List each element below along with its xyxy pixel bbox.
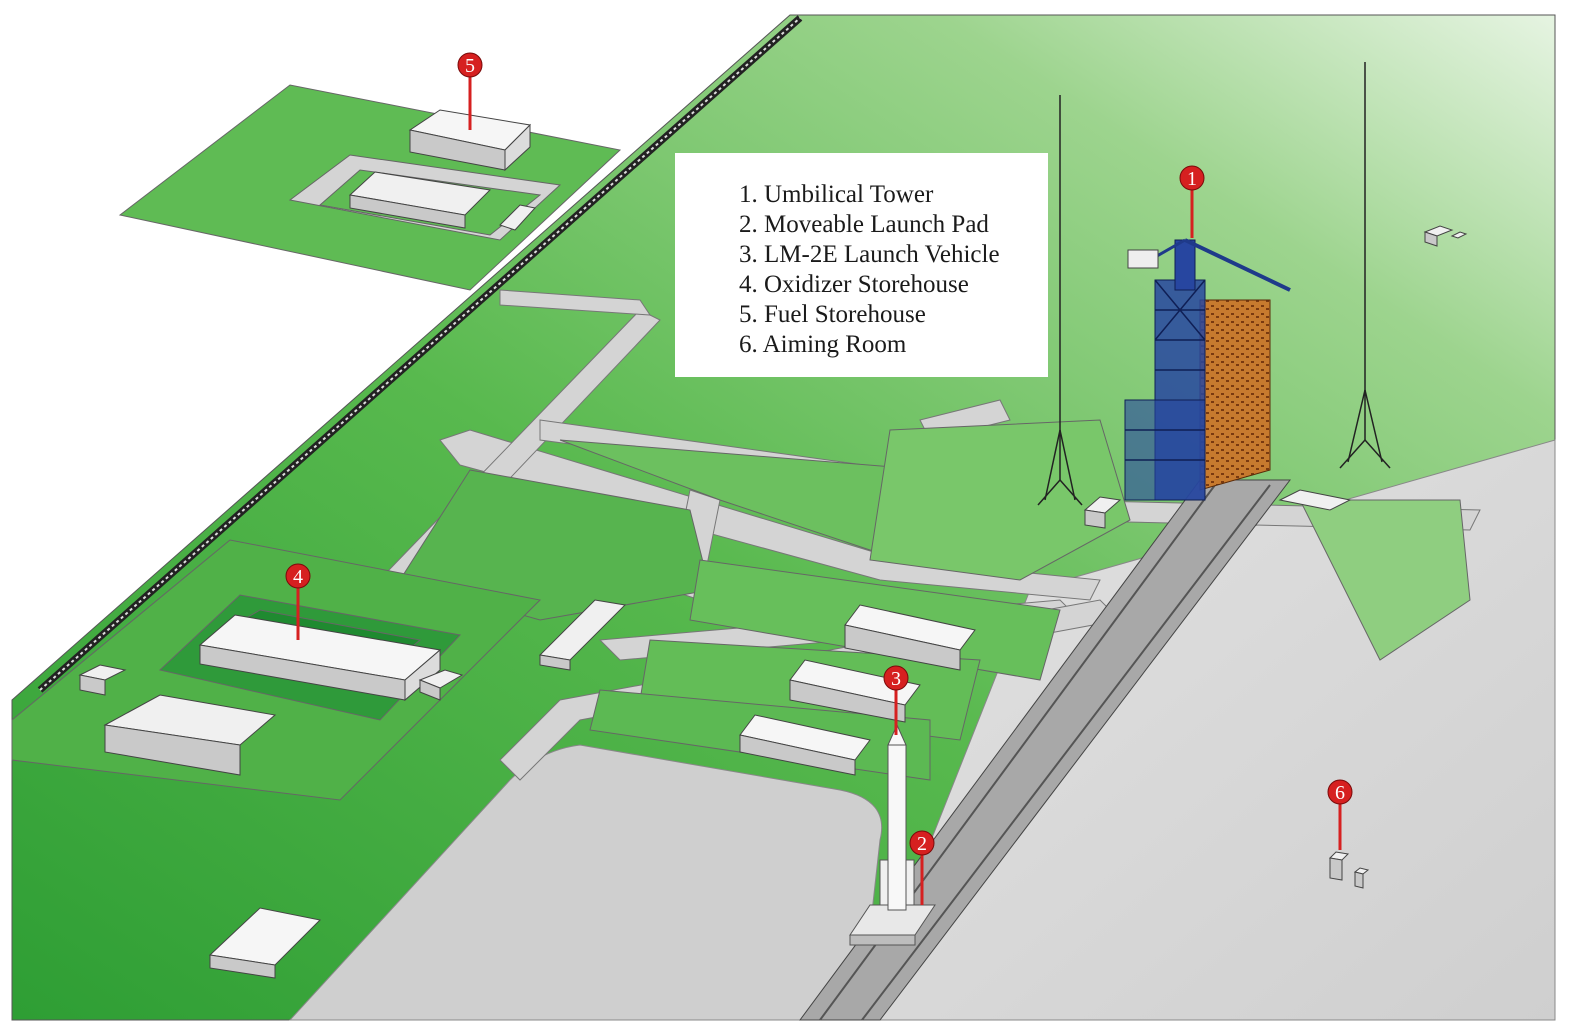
marker-pin — [1179, 165, 1205, 191]
marker-fuel-storehouse: 5 — [457, 52, 483, 130]
legend-item-5: 5. Fuel Storehouse — [739, 301, 926, 328]
legend-item-1: 1. Umbilical Tower — [739, 181, 934, 208]
marker-pin — [1327, 779, 1353, 805]
legend: 1. Umbilical Tower 2. Moveable Launch Pa… — [675, 153, 1048, 377]
legend-item-4: 4. Oxidizer Storehouse — [739, 271, 969, 298]
railway — [37, 15, 803, 693]
marker-oxidizer-storehouse: 4 — [285, 563, 311, 640]
marker-number: 6 — [1335, 782, 1345, 804]
marker-number: 1 — [1187, 168, 1197, 190]
marker-pin — [909, 830, 935, 856]
marker-aiming-room: 6 — [1327, 779, 1353, 850]
legend-item-6: 6. Aiming Room — [739, 331, 907, 358]
marker-number: 3 — [891, 668, 901, 690]
marker-launch-vehicle: 3 — [883, 665, 909, 735]
marker-pin — [883, 665, 909, 691]
umbilical-tower — [1124, 238, 1291, 501]
marker-umbilical-tower: 1 — [1179, 165, 1205, 238]
marker-number: 2 — [917, 833, 927, 855]
marker-number: 4 — [293, 566, 303, 588]
marker-moveable-launch-pad: 2 — [909, 830, 935, 905]
markers: 1 2 3 4 5 6 — [285, 52, 1353, 905]
marker-number: 5 — [465, 55, 475, 77]
legend-item-2: 2. Moveable Launch Pad — [739, 211, 989, 238]
lightning-masts — [1037, 62, 1391, 506]
legend-item-3: 3. LM-2E Launch Vehicle — [739, 241, 1000, 268]
launch-vehicle — [849, 723, 936, 946]
marker-pin — [285, 563, 311, 589]
marker-pin — [457, 52, 483, 78]
